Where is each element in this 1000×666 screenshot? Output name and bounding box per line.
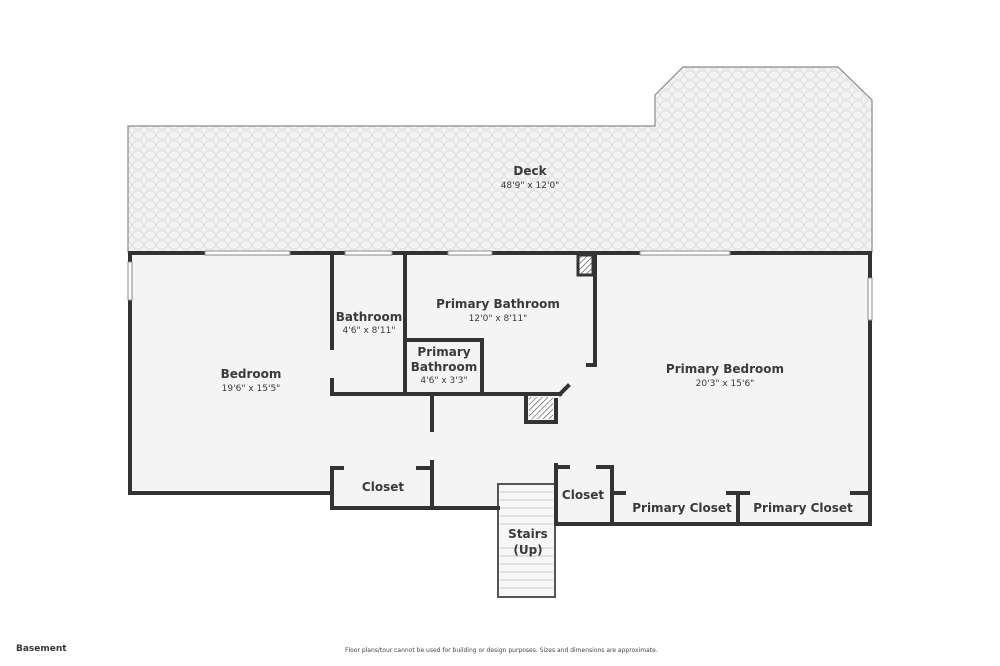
walls: [128, 251, 872, 526]
floor-label: Basement: [16, 644, 67, 654]
primary-bathroom-dim: 12'0" x 8'11": [469, 314, 528, 324]
stairs-label-1: Stairs: [508, 527, 548, 541]
vent-hatch: [576, 253, 595, 277]
chase-hatch: [529, 397, 553, 419]
primary-bathroom-small-label-2: Bathroom: [411, 360, 477, 374]
closet-left-label: Closet: [362, 480, 404, 494]
primary-bedroom-dim: 20'3" x 15'6": [696, 379, 755, 389]
deck-label: Deck: [513, 164, 547, 178]
deck-dim: 48'9" x 12'0": [501, 181, 560, 191]
bathroom-label: Bathroom: [336, 310, 402, 324]
primary-bathroom-small-dim: 4'6" x 3'3": [420, 376, 467, 386]
closet-mid-label: Closet: [562, 488, 604, 502]
stairs-label-2: (Up): [513, 543, 542, 557]
primary-bathroom-small-label-1: Primary: [417, 345, 470, 359]
stairs-treads: [497, 483, 556, 598]
bedroom-label: Bedroom: [221, 367, 282, 381]
disclaimer: Floor plans/tour cannot be used for buil…: [345, 647, 658, 654]
primary-bedroom-label: Primary Bedroom: [666, 362, 784, 376]
primary-closet-2-label: Primary Closet: [753, 501, 853, 515]
windows: [127, 250, 873, 321]
deck-area: [127, 66, 873, 253]
primary-closet-1-label: Primary Closet: [632, 501, 732, 515]
bathroom-dim: 4'6" x 8'11": [343, 326, 396, 336]
bedroom-dim: 19'6" x 15'5": [222, 384, 281, 394]
primary-bathroom-label: Primary Bathroom: [436, 297, 560, 311]
